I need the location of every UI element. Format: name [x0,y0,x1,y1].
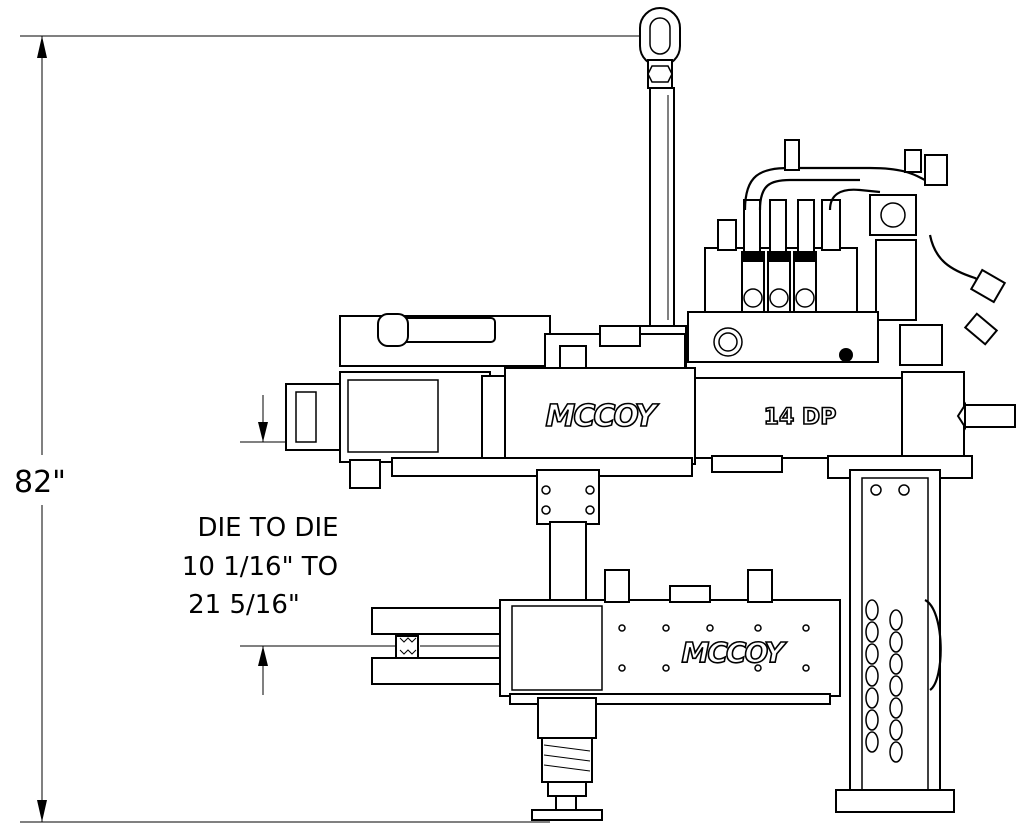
die-label-line3: 21 5/16" [188,590,300,620]
die-label-line1: DIE TO DIE [197,513,338,543]
center-post [536,469,600,603]
arrowhead-bottom [37,800,47,822]
upper-cylinder-assembly [339,313,686,369]
lower-tong-body: MCCOY [371,569,841,705]
support-column [835,469,955,813]
arrowhead-top [37,36,47,58]
hydraulic-valve-bank [687,139,1007,366]
upper-nameplate: MCCOY 14 DP [545,398,837,435]
chain [865,599,903,763]
height-label: 82" [14,465,66,500]
upper-mccoy-logo: MCCOY [546,399,660,434]
lifting-bail [637,7,687,373]
lower-leg [531,697,603,821]
die-label-line2: 10 1/16" TO [182,552,338,582]
upper-model-label: 14 DP [764,405,837,430]
lower-mccoy-logo: MCCOY [681,636,787,669]
height-dimension [20,35,650,823]
